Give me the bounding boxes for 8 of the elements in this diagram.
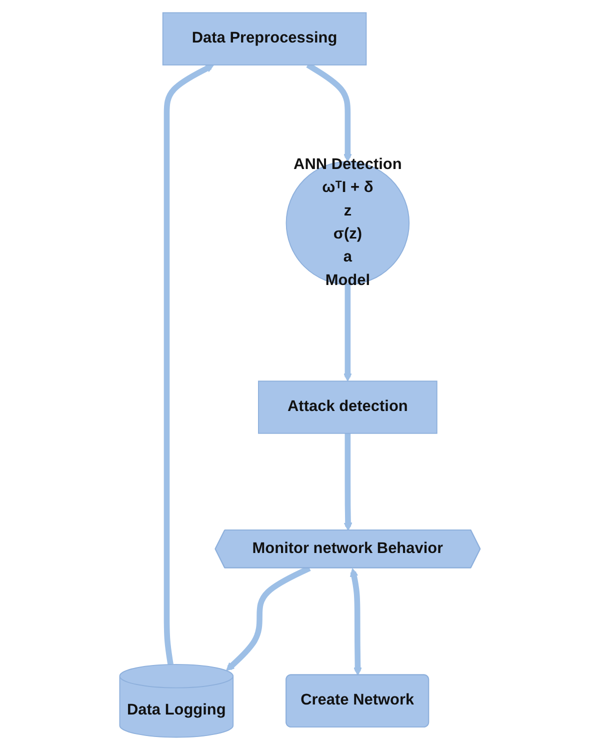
node-box: Attack detection [258,380,438,434]
arrow [164,64,214,664]
arrow [343,284,352,382]
arrow [350,568,362,676]
node-box: Data Preprocessing [162,12,367,65]
arrow [226,565,311,671]
arrow [344,432,352,530]
node-label: ANN Detection [294,156,402,172]
